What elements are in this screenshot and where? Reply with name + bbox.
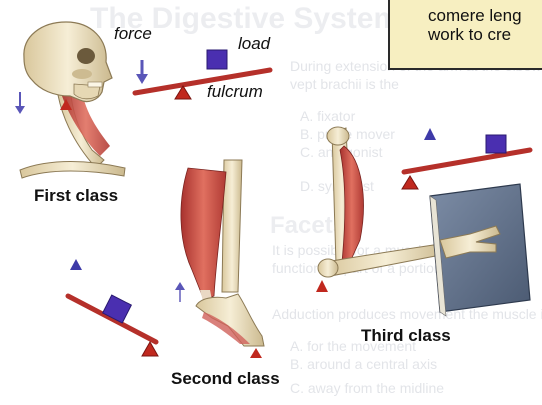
clavicle bbox=[20, 162, 125, 179]
first-class-label: First class bbox=[34, 186, 118, 206]
second-class-label: Second class bbox=[171, 369, 280, 389]
load-label: load bbox=[238, 34, 270, 54]
force-arrow-head bbox=[136, 74, 148, 84]
second-class-lever bbox=[68, 259, 158, 356]
force-arrow-head bbox=[424, 128, 436, 140]
fulcrum-third-class-elbow bbox=[316, 280, 328, 292]
force-arrow-heel-head bbox=[175, 282, 185, 290]
shoulder-joint bbox=[327, 127, 349, 145]
calf-muscle bbox=[181, 168, 226, 300]
fulcrum-label: fulcrum bbox=[207, 82, 263, 102]
fulcrum-triangle bbox=[402, 176, 418, 189]
load-block bbox=[207, 50, 227, 69]
teeth bbox=[88, 82, 102, 87]
cheek-bone bbox=[72, 69, 92, 79]
elbow-joint bbox=[318, 259, 338, 277]
third-class-label: Third class bbox=[361, 326, 451, 346]
third-class-lever bbox=[402, 128, 530, 189]
force-label: force bbox=[114, 24, 152, 44]
load-block bbox=[486, 135, 506, 153]
first-class-illustration bbox=[15, 22, 125, 178]
eye-socket bbox=[77, 48, 95, 64]
force-arrow-head bbox=[70, 259, 82, 270]
fulcrum-second-class-foot bbox=[250, 348, 262, 358]
force-arrow-skull-head bbox=[15, 106, 25, 114]
lever-bar bbox=[404, 150, 530, 172]
second-class-illustration bbox=[175, 160, 264, 358]
